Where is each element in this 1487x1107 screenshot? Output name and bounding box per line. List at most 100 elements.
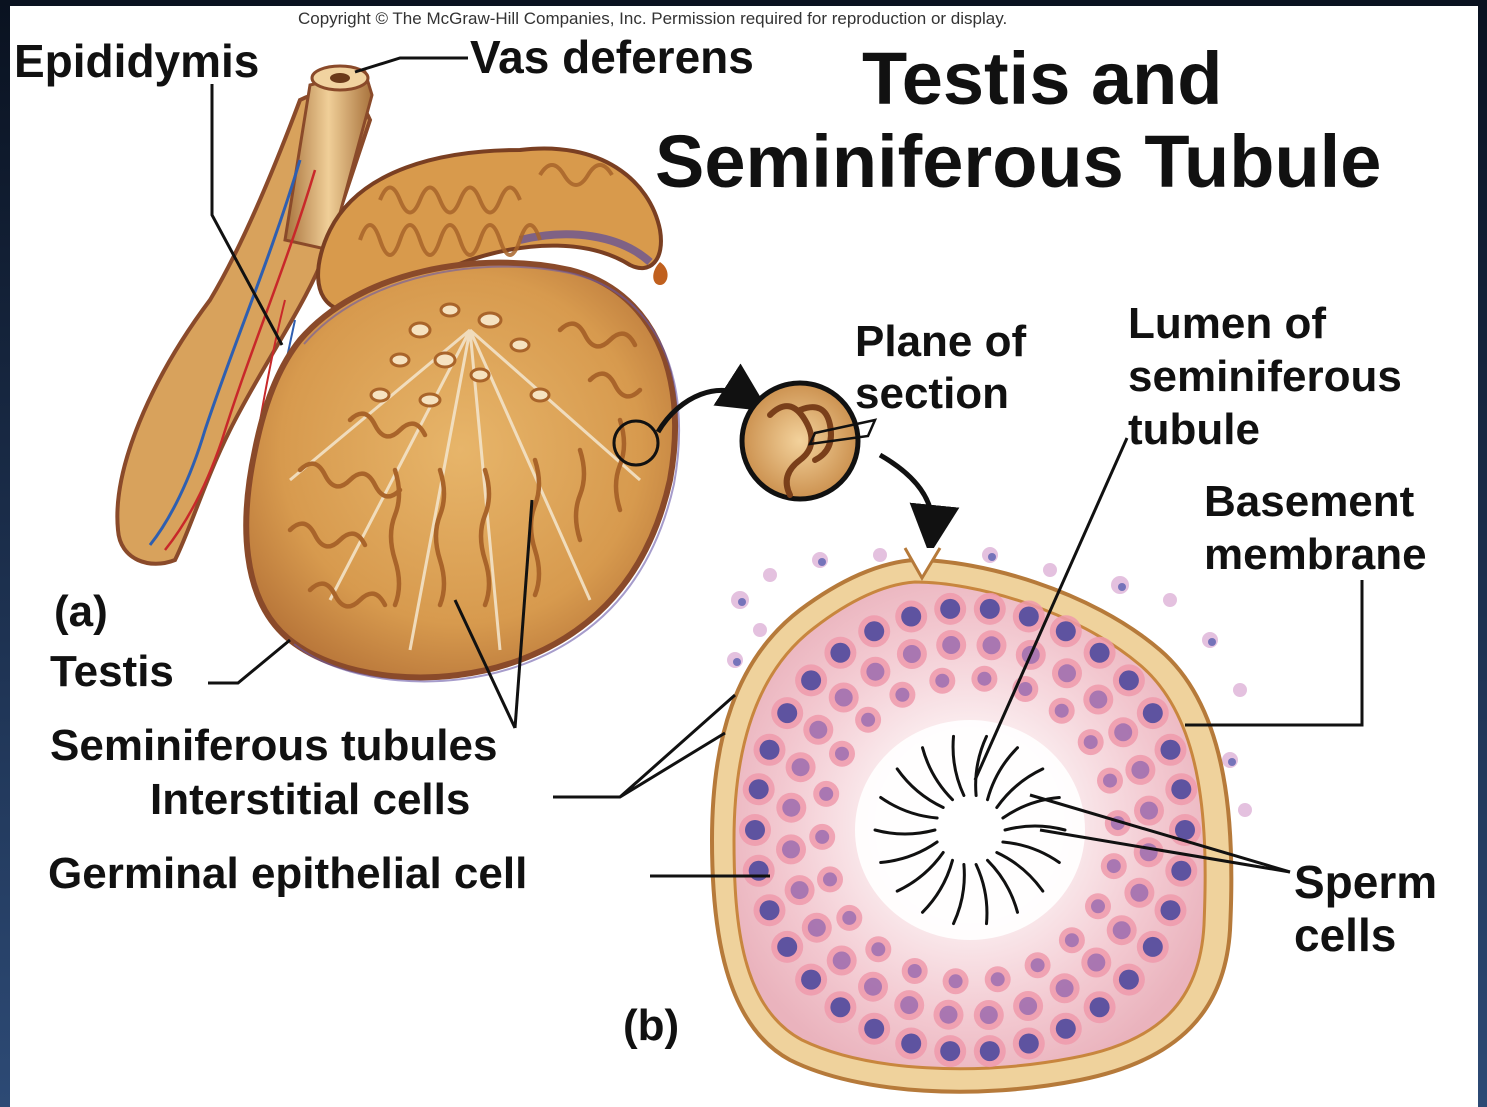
- label-lumen: Lumen of seminiferous tubule: [1128, 298, 1402, 456]
- label-sperm-cells: Sperm cells: [1294, 856, 1437, 963]
- label-plane-of-section-line-2: section: [855, 368, 1026, 420]
- panel-a-illustration: [117, 66, 679, 681]
- germinal-cell-nucleus: [1058, 664, 1076, 682]
- germinal-cell-nucleus: [1019, 607, 1039, 627]
- germinal-cell-nucleus: [782, 840, 800, 858]
- germinal-cell-nucleus: [861, 713, 875, 727]
- germinal-cell-nucleus: [1119, 670, 1139, 690]
- germinal-cell-nucleus: [749, 779, 769, 799]
- germinal-cell-nucleus: [871, 942, 885, 956]
- germinal-cell-nucleus: [1114, 723, 1132, 741]
- label-seminiferous-tubules: Seminiferous tubules: [50, 724, 497, 768]
- leader-interstitial-cells: [553, 695, 735, 797]
- germinal-cell-nucleus: [1019, 1034, 1039, 1054]
- germinal-cell-nucleus: [1175, 820, 1195, 840]
- germinal-cell-nucleus: [940, 1006, 958, 1024]
- germinal-cell-nucleus: [940, 599, 960, 619]
- germinal-cell-nucleus: [903, 645, 921, 663]
- germinal-cell-nucleus: [1090, 997, 1110, 1017]
- panel-b-illustration: [712, 547, 1252, 1092]
- germinal-cell-nucleus: [1143, 937, 1163, 957]
- label-sperm-cells-line-2: cells: [1294, 909, 1437, 962]
- germinal-cell-nucleus: [1031, 958, 1045, 972]
- germinal-cell-nucleus: [1171, 779, 1191, 799]
- germinal-cell-nucleus: [782, 799, 800, 817]
- arrow-to-section: [880, 455, 932, 530]
- germinal-cell-nucleus: [1065, 933, 1079, 947]
- germinal-cell-nucleus: [866, 663, 884, 681]
- label-plane-of-section-line-1: Plane of: [855, 316, 1026, 368]
- germinal-cell-nucleus: [864, 978, 882, 996]
- germinal-cell-nucleus: [1056, 1019, 1076, 1039]
- label-panel-a: (a): [54, 590, 108, 634]
- label-sperm-cells-line-1: Sperm: [1294, 856, 1437, 909]
- germinal-cell-nucleus: [833, 952, 851, 970]
- leader-basement-membrane: [1185, 580, 1362, 725]
- label-vas-deferens: Vas deferens: [470, 34, 754, 80]
- label-interstitial-cells: Interstitial cells: [150, 778, 470, 822]
- germinal-cell-nucleus: [745, 820, 765, 840]
- germinal-cell-nucleus: [991, 972, 1005, 986]
- germinal-cell-nucleus: [977, 672, 991, 686]
- label-basement-membrane: Basement membrane: [1204, 476, 1427, 582]
- germinal-cell-nucleus: [749, 861, 769, 881]
- germinal-cell-nucleus: [901, 607, 921, 627]
- germinal-cell-nucleus: [900, 996, 918, 1014]
- germinal-cell-nucleus: [980, 599, 1000, 619]
- germinal-cell-nucleus: [1018, 682, 1032, 696]
- label-testis: Testis: [50, 650, 174, 694]
- germinal-cell-nucleus: [901, 1034, 921, 1054]
- germinal-cell-nucleus: [1056, 979, 1074, 997]
- germinal-cell-nucleus: [819, 787, 833, 801]
- label-panel-b: (b): [623, 1004, 679, 1048]
- germinal-cell-nucleus: [949, 974, 963, 988]
- germinal-cell-nucleus: [980, 1006, 998, 1024]
- germinal-cell-nucleus: [835, 689, 853, 707]
- label-lumen-line-3: tubule: [1128, 404, 1402, 457]
- germinal-cell-nucleus: [895, 688, 909, 702]
- germinal-cell-nucleus: [983, 636, 1001, 654]
- label-plane-of-section: Plane of section: [855, 316, 1026, 420]
- germinal-cell-nucleus: [809, 721, 827, 739]
- germinal-cell-nucleus: [1143, 703, 1163, 723]
- germinal-cell-nucleus: [760, 900, 780, 920]
- germinal-cell-nucleus: [777, 937, 797, 957]
- leader-vas-deferens: [355, 58, 468, 72]
- label-epididymis: Epididymis: [14, 38, 259, 84]
- germinal-cell-nucleus: [830, 997, 850, 1017]
- label-basement-membrane-line-1: Basement: [1204, 476, 1427, 529]
- germinal-cell-nucleus: [980, 1041, 1000, 1061]
- germinal-cell-nucleus: [1091, 899, 1105, 913]
- germinal-cell-nucleus: [1103, 774, 1117, 788]
- tubule-lumen: [855, 720, 1085, 940]
- germinal-cell-nucleus: [864, 621, 884, 641]
- germinal-cell-nucleus: [935, 674, 949, 688]
- germinal-cell-nucleus: [908, 964, 922, 978]
- germinal-cell-nucleus: [791, 881, 809, 899]
- germinal-cell-nucleus: [815, 830, 829, 844]
- germinal-cell-nucleus: [1107, 859, 1121, 873]
- label-lumen-line-2: seminiferous: [1128, 351, 1402, 404]
- germinal-cell-nucleus: [940, 1041, 960, 1061]
- germinal-cell-nucleus: [1130, 884, 1148, 902]
- label-lumen-line-1: Lumen of: [1128, 298, 1402, 351]
- germinal-cell-nucleus: [1089, 691, 1107, 709]
- germinal-cell-nucleus: [792, 758, 810, 776]
- germinal-cell-nucleus: [835, 747, 849, 761]
- label-germinal-epithelial-cell: Germinal epithelial cell: [48, 852, 527, 896]
- germinal-cell-nucleus: [823, 872, 837, 886]
- germinal-cell-nucleus: [1140, 802, 1158, 820]
- title-line-2: Seminiferous Tubule: [655, 121, 1381, 204]
- germinal-cell-nucleus: [1171, 861, 1191, 881]
- germinal-cell-nucleus: [801, 670, 821, 690]
- germinal-cell-nucleus: [842, 911, 856, 925]
- germinal-cell-nucleus: [1113, 921, 1131, 939]
- germinal-cell-nucleus: [864, 1019, 884, 1039]
- label-basement-membrane-line-2: membrane: [1204, 529, 1427, 582]
- germinal-cell-nucleus: [1056, 621, 1076, 641]
- germinal-cell-nucleus: [1087, 954, 1105, 972]
- title-line-1: Testis and: [862, 38, 1223, 121]
- leader-testis: [208, 640, 290, 683]
- germinal-cell-nucleus: [760, 740, 780, 760]
- copyright-notice: Copyright © The McGraw-Hill Companies, I…: [298, 10, 1007, 27]
